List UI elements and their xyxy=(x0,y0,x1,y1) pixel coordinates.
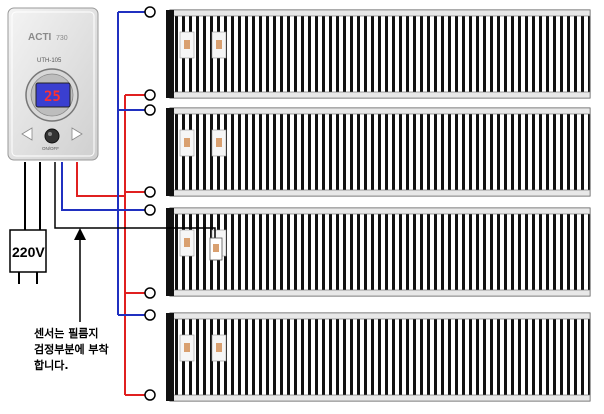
thermostat-power-button xyxy=(44,128,60,144)
film-panel-3 xyxy=(166,207,591,297)
terminal-4-bottom xyxy=(144,389,156,401)
sensor-wire xyxy=(54,162,216,240)
sensor-note-line-3: 합니다. xyxy=(34,359,69,372)
terminal-1-bottom xyxy=(144,89,156,101)
power-label: 220V xyxy=(12,244,45,260)
thermostat-display xyxy=(35,82,71,108)
sensor-note: 센서는 필름지 검정부분에 부착 합니다. xyxy=(34,326,154,374)
film-panels xyxy=(166,9,591,402)
terminal-2-top xyxy=(144,104,156,116)
film-panel-4-edge-clamp xyxy=(166,313,174,401)
arrow-up-icon xyxy=(74,228,86,240)
sensor-probe xyxy=(209,237,223,261)
terminal-4-top xyxy=(144,309,156,321)
thermostat-brand: ACTI xyxy=(28,32,52,43)
film-panel-3-busbar-top xyxy=(169,207,591,215)
terminal-1-top xyxy=(144,6,156,18)
thermostat-brand-sub: 730 xyxy=(56,35,68,42)
film-panel-2 xyxy=(166,107,591,197)
terminal-2-bottom xyxy=(144,186,156,198)
power-wires xyxy=(24,162,41,230)
thermostat: ACTI 730 UTH-105 25 ON/OFF xyxy=(7,7,99,161)
thermostat-right-arrow-icon xyxy=(71,127,83,141)
film-panel-4 xyxy=(166,312,591,402)
film-panel-3-edge-clamp xyxy=(166,208,174,296)
sensor-arrow xyxy=(74,228,86,322)
film-panel-1-busbar-top xyxy=(169,9,591,17)
sensor-note-line-1: 센서는 필름지 xyxy=(34,327,99,340)
live-wire-bus xyxy=(76,94,148,396)
film-panel-1-busbar-bottom xyxy=(169,91,591,99)
film-panel-2-edge-clamp xyxy=(166,108,174,196)
film-panel-1 xyxy=(166,9,591,99)
terminal-3-top xyxy=(144,204,156,216)
film-panel-2-busbar-top xyxy=(169,107,591,115)
thermostat-button-caption: ON/OFF xyxy=(42,146,59,151)
power-plug: 220V xyxy=(9,229,47,284)
film-panel-2-busbar-bottom xyxy=(169,189,591,197)
film-panel-4-busbar-bottom xyxy=(169,394,591,402)
terminal-3-bottom xyxy=(144,287,156,299)
thermostat-display-value: 25 xyxy=(44,89,61,105)
sensor-note-line-2: 검정부분에 부착 xyxy=(34,343,109,356)
film-panel-1-edge-clamp xyxy=(166,10,174,98)
film-panel-4-busbar-top xyxy=(169,312,591,320)
neutral-wire-bus xyxy=(61,11,148,316)
film-panel-3-busbar-bottom xyxy=(169,289,591,297)
terminals xyxy=(144,6,156,401)
thermostat-model: UTH-105 xyxy=(37,58,62,64)
thermostat-left-arrow-icon xyxy=(21,127,33,141)
